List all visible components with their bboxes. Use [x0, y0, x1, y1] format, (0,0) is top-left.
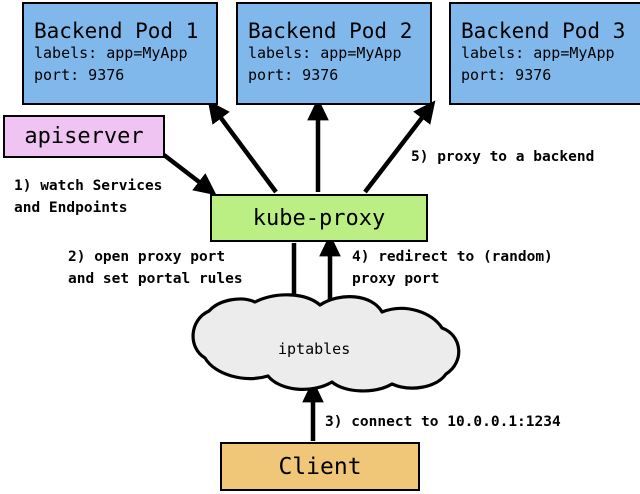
pod-title: Backend Pod 2: [248, 18, 413, 43]
step-1-line-1: 1) watch Services: [14, 178, 163, 194]
step-2-label: 2) open proxy port and set portal rules: [68, 246, 243, 291]
kube-proxy-node[interactable]: kube-proxy: [210, 194, 428, 242]
client-node[interactable]: Client: [220, 442, 420, 491]
step-3-label: 3) connect to 10.0.0.1:1234: [325, 411, 561, 433]
step-3-line-1: 3) connect to 10.0.0.1:1234: [325, 414, 561, 430]
pod-labels: labels: app=MyApp: [34, 43, 188, 62]
step-5-line-1: 5) proxy to a backend: [411, 149, 595, 165]
pod-port: port: 9376: [34, 65, 125, 84]
apiserver-node[interactable]: apiserver: [3, 115, 165, 158]
step-4-line-1: 4) redirect to (random): [352, 249, 553, 265]
step-1-line-2: and Endpoints: [14, 200, 128, 217]
backend-pod-1[interactable]: Backend Pod 1 labels: app=MyApp port: 93…: [22, 2, 218, 105]
step-2-line-1: 2) open proxy port: [68, 249, 226, 265]
step-4-label: 4) redirect to (random) proxy port: [352, 246, 553, 291]
iptables-cloud-label: iptables: [278, 340, 351, 358]
pod-port: port: 9376: [248, 65, 339, 84]
step-5-label: 5) proxy to a backend: [411, 146, 594, 168]
backend-pod-2[interactable]: Backend Pod 2 labels: app=MyApp port: 93…: [236, 2, 432, 105]
step-1-label: 1) watch Services and Endpoints: [14, 175, 162, 220]
arrow-kubeproxy-to-pod1: [207, 100, 278, 194]
backend-pod-3[interactable]: Backend Pod 3 labels: app=MyApp port: 93…: [449, 2, 640, 105]
client-label: Client: [278, 453, 362, 480]
step-2-line-2: and set portal rules: [68, 271, 243, 288]
pod-title: Backend Pod 3: [461, 18, 626, 43]
pod-title: Backend Pod 1: [34, 18, 199, 43]
pod-labels: labels: app=MyApp: [461, 43, 615, 62]
pod-port: port: 9376: [461, 65, 552, 84]
kube-proxy-label: kube-proxy: [252, 205, 386, 231]
arrow-apiserver-to-kubeproxy: [162, 153, 217, 196]
apiserver-label: apiserver: [24, 124, 144, 149]
pod-labels: labels: app=MyApp: [248, 43, 402, 62]
step-4-line-2: proxy port: [352, 271, 440, 288]
